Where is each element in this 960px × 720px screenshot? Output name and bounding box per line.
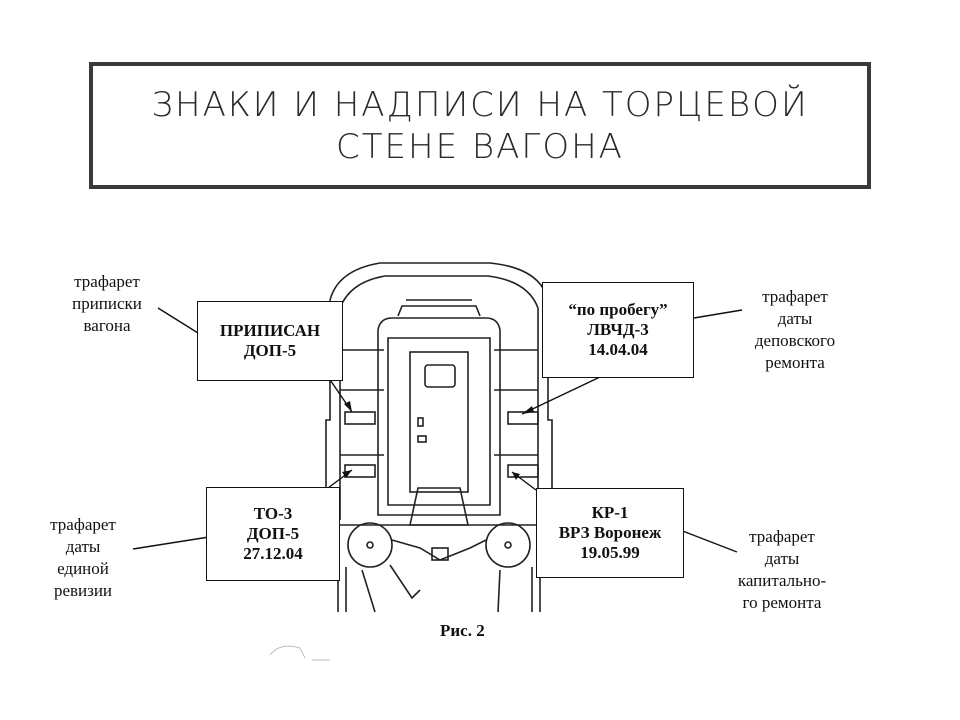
- right-buffer: [485, 522, 531, 568]
- pointer-tl: [157, 307, 199, 334]
- callout-box-bottom-right: КР-1 ВРЗ Воронеж 19.05.99: [536, 488, 684, 578]
- gangway-frame: [377, 317, 501, 516]
- callout-line: 19.05.99: [580, 543, 640, 562]
- figure-caption: Рис. 2: [440, 621, 485, 640]
- callout-box-top-right: “по пробегу” ЛВЧД-3 14.04.04: [542, 282, 694, 378]
- label-top-left: трафарет приписки вагона: [72, 272, 142, 335]
- pointer-tr: [693, 309, 743, 319]
- leader-tr: [521, 376, 601, 415]
- callout-line: ДОП-5: [243, 341, 297, 360]
- left-buffer: [347, 522, 393, 568]
- title-frame: ЗНАКИ И НАДПИСИ НА ТОРЦЕВОЙ СТЕНЕ ВАГОНА: [89, 62, 871, 189]
- label-bottom-left: трафарет даты единой ревизии: [50, 515, 116, 600]
- slide-title: ЗНАКИ И НАДПИСИ НА ТОРЦЕВОЙ СТЕНЕ ВАГОНА: [151, 84, 809, 167]
- callout-line: ПРИПИСАН: [219, 321, 321, 340]
- pointer-br: [679, 529, 738, 553]
- roof-arc: [329, 262, 549, 301]
- pointer-bl: [132, 536, 210, 550]
- callout-line: КР-1: [591, 503, 629, 522]
- footplate: [409, 487, 469, 526]
- callout-line: 27.12.04: [243, 544, 303, 563]
- callout-line: “по пробегу”: [568, 300, 668, 319]
- label-top-right: трафарет даты деповского ремонта: [754, 287, 836, 372]
- roof-arc-inner: [339, 275, 539, 309]
- callout-line: ЛВЧД-3: [587, 320, 649, 339]
- stencil-plate-br: [507, 464, 539, 478]
- callout-box-bottom-left: ТО-3 ДОП-5 27.12.04: [206, 487, 340, 581]
- callout-box-top-left: ПРИПИСАН ДОП-5: [197, 301, 343, 381]
- label-bottom-right: трафарет даты капитально- го ремонта: [737, 527, 827, 612]
- callout-line: ДОП-5: [246, 524, 300, 543]
- gangway-hood: [397, 305, 481, 317]
- stencil-plate-tl: [344, 411, 376, 425]
- stencil-plate-tr: [507, 411, 539, 425]
- callout-line: ТО-3: [253, 504, 293, 523]
- door: [409, 351, 469, 493]
- door-window: [424, 364, 456, 388]
- callout-line: 14.04.04: [588, 340, 648, 359]
- callout-line: ВРЗ Воронеж: [558, 523, 662, 542]
- stencil-plate-bl: [344, 464, 376, 478]
